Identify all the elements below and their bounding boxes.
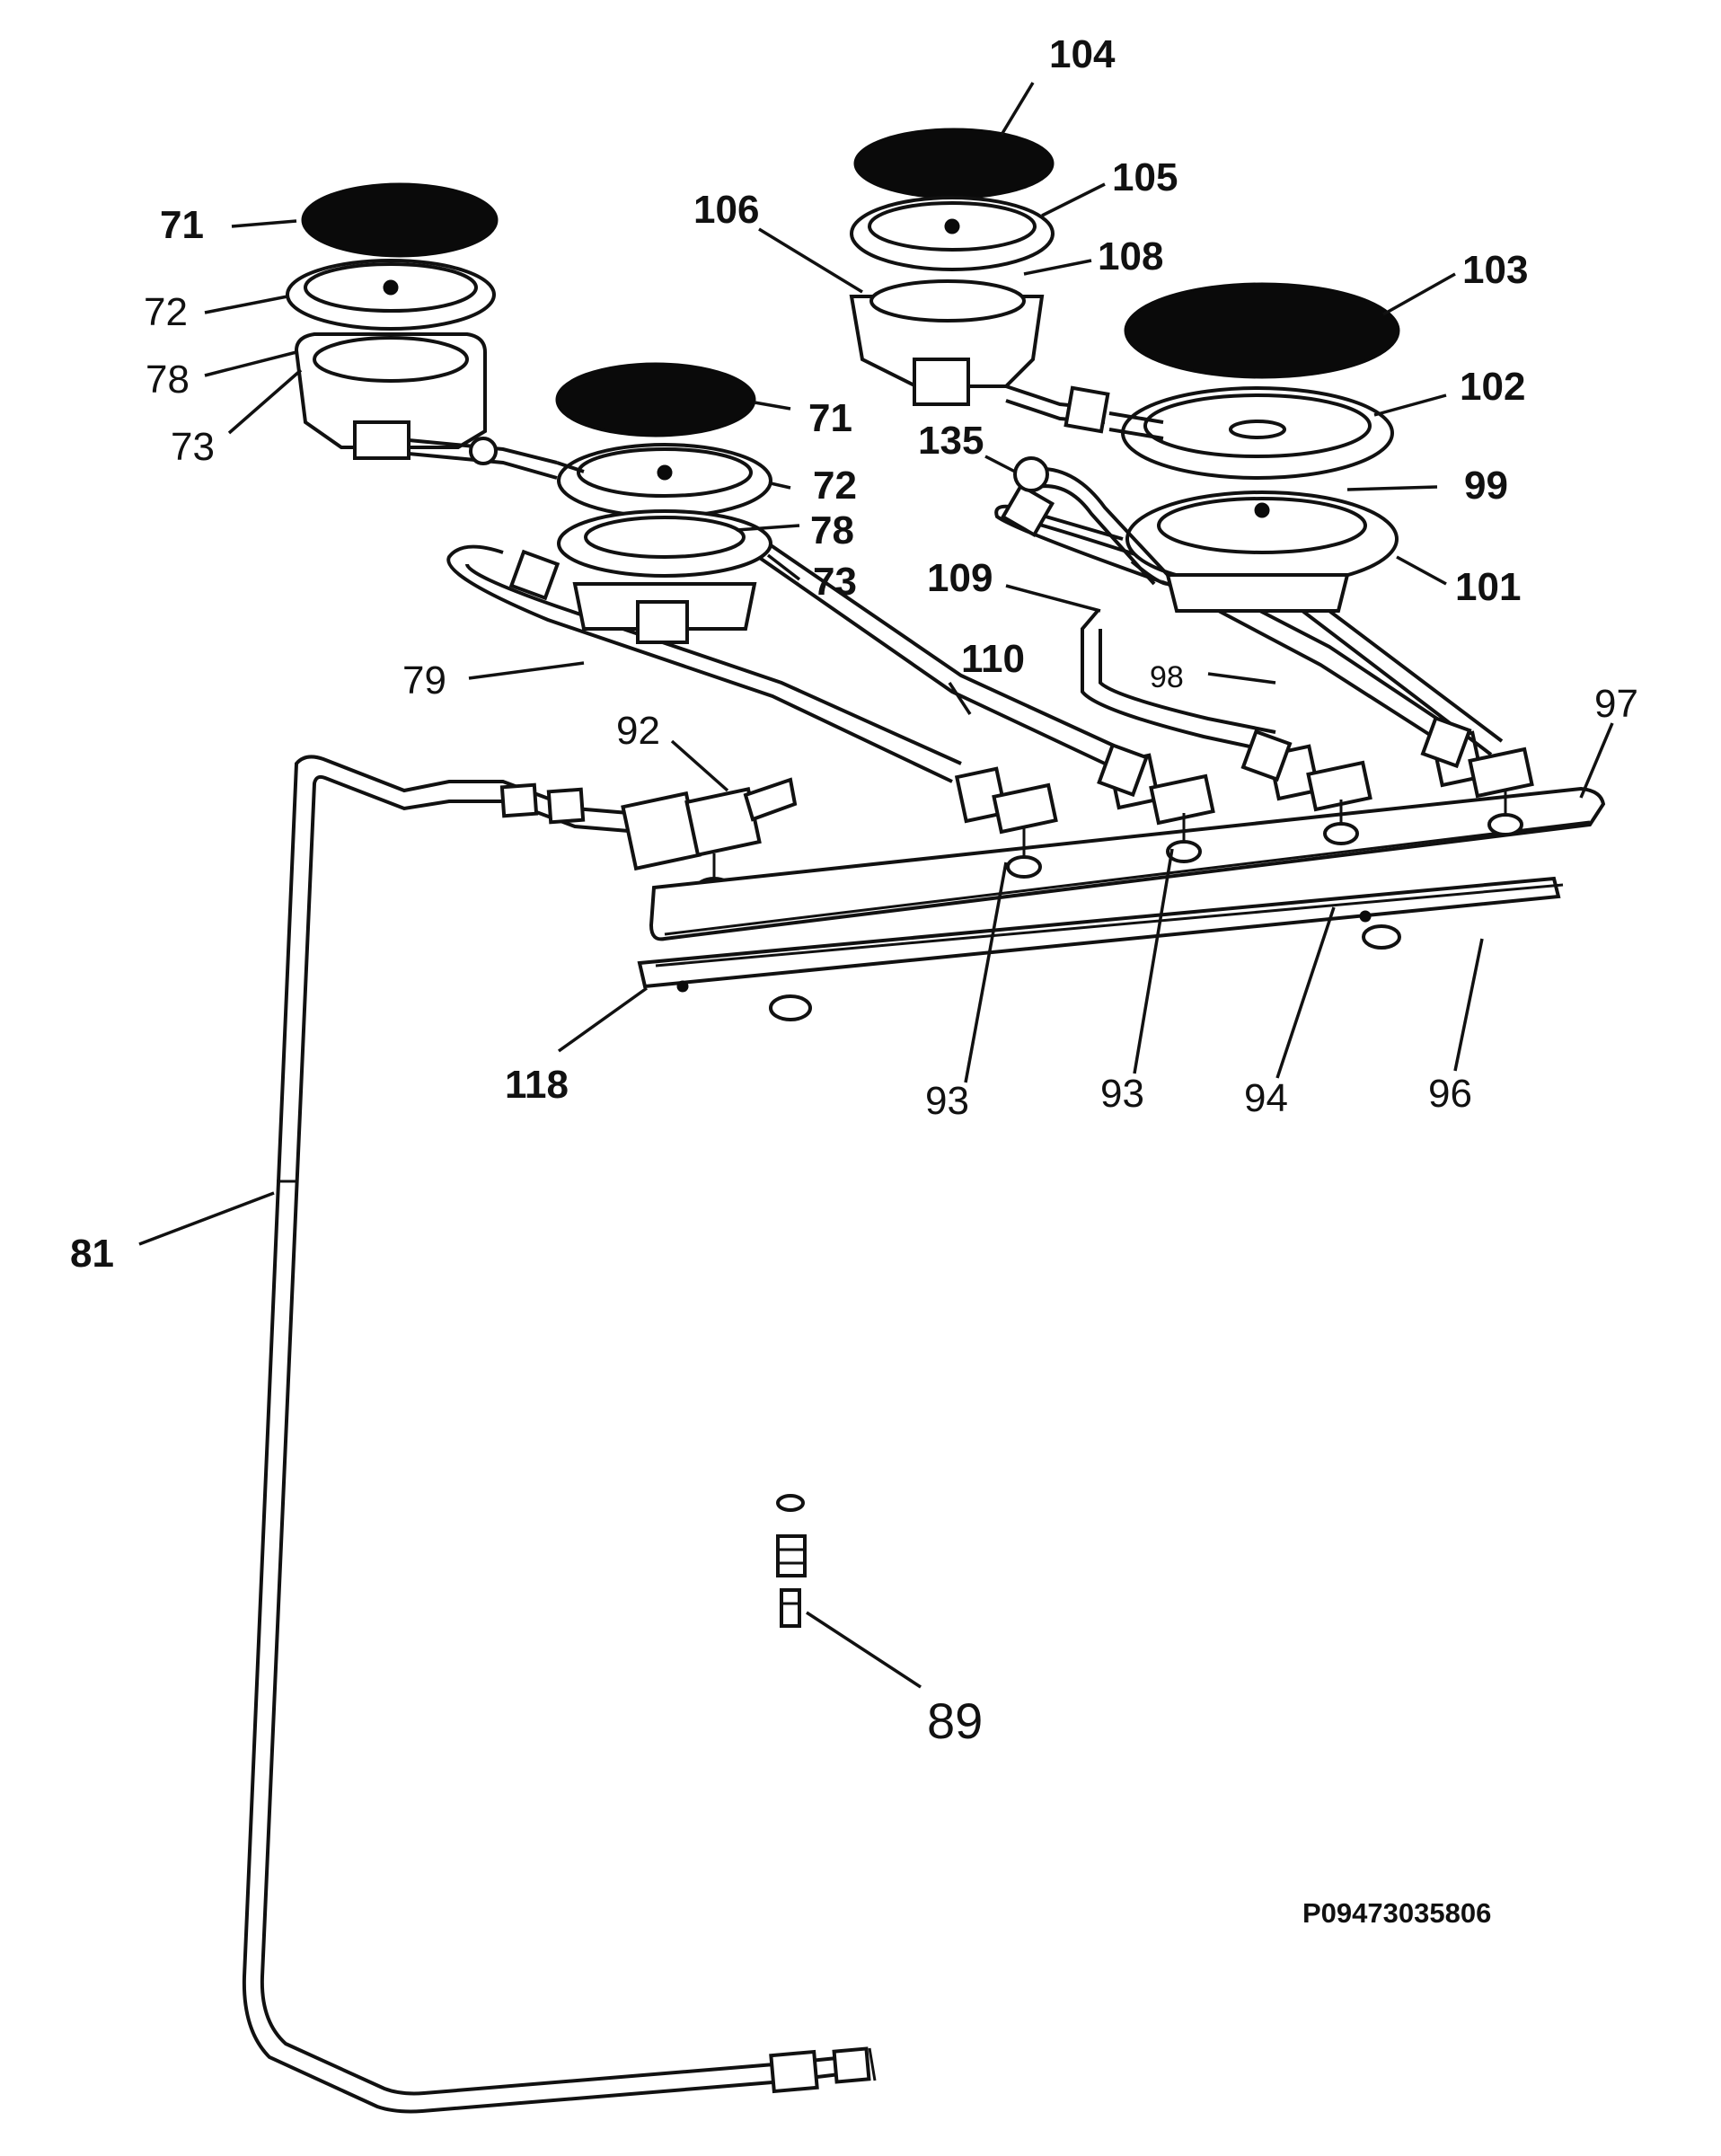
feed-pipes (446, 482, 1504, 798)
label-101: 101 (1455, 565, 1521, 609)
leader-lines (138, 82, 1614, 1689)
label-72: 72 (813, 464, 857, 508)
label-109: 109 (927, 556, 993, 600)
label-110: 110 (961, 637, 1025, 681)
burner-assembly-a (286, 182, 558, 480)
label-78: 78 (810, 508, 854, 552)
label-71: 71 (160, 203, 204, 247)
label-99: 99 (1464, 464, 1508, 508)
gas-inlet-pipe (242, 755, 877, 2114)
label-71: 71 (808, 396, 852, 440)
valve-93-left (954, 766, 1058, 879)
label-92: 92 (616, 709, 660, 753)
label-93: 93 (925, 1079, 969, 1123)
label-103: 103 (1462, 248, 1528, 292)
drawing-code: P09473035806 (1302, 1897, 1491, 1929)
burner-assembly-c (849, 128, 1110, 434)
label-73: 73 (813, 560, 857, 604)
label-78: 78 (146, 358, 190, 402)
burner-assembly-d (1108, 282, 1400, 613)
label-118: 118 (505, 1063, 569, 1107)
label-94: 94 (1244, 1076, 1288, 1120)
part-labels: 71 72 78 73 71 72 78 73 104 105 106 108 … (70, 32, 1638, 1929)
label-102: 102 (1460, 365, 1525, 409)
label-135: 135 (918, 419, 984, 463)
igniter-lead-135 (1013, 456, 1169, 586)
label-89: 89 (927, 1692, 983, 1749)
label-79: 79 (402, 658, 446, 702)
injector-89 (776, 1494, 807, 1628)
label-104: 104 (1049, 32, 1116, 76)
label-73: 73 (171, 425, 215, 469)
label-108: 108 (1098, 234, 1163, 278)
label-96: 96 (1428, 1072, 1472, 1116)
gas-manifold-rail (637, 786, 1606, 1021)
label-98: 98 (1150, 660, 1184, 694)
label-97: 97 (1594, 682, 1638, 726)
label-81: 81 (70, 1232, 114, 1276)
label-93: 93 (1100, 1072, 1144, 1116)
burner-assembly-b (555, 362, 772, 644)
label-105: 105 (1112, 155, 1178, 199)
label-72: 72 (144, 290, 188, 334)
label-106: 106 (693, 188, 759, 232)
